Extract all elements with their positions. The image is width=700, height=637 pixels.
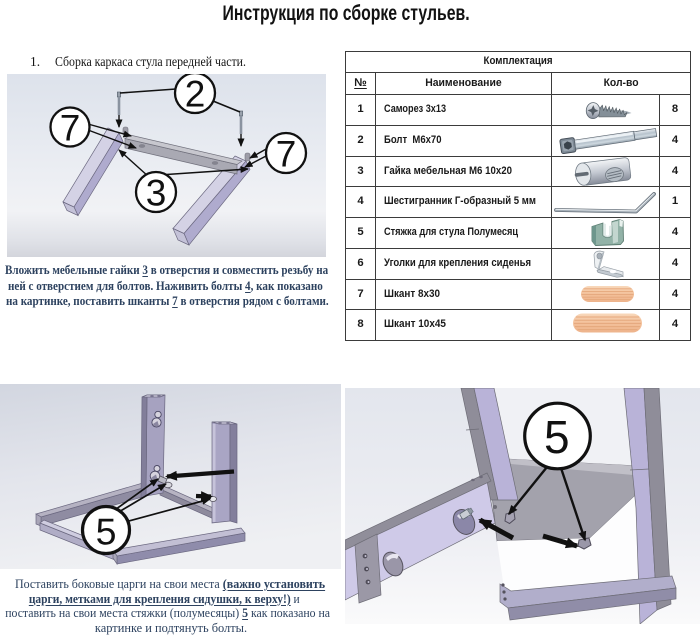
- svg-text:5: 5: [96, 511, 117, 553]
- svg-text:5: 5: [544, 411, 570, 463]
- svg-text:3: 3: [146, 173, 167, 214]
- svg-text:7: 7: [276, 134, 297, 175]
- svg-text:7: 7: [60, 108, 81, 149]
- svg-text:2: 2: [185, 74, 206, 115]
